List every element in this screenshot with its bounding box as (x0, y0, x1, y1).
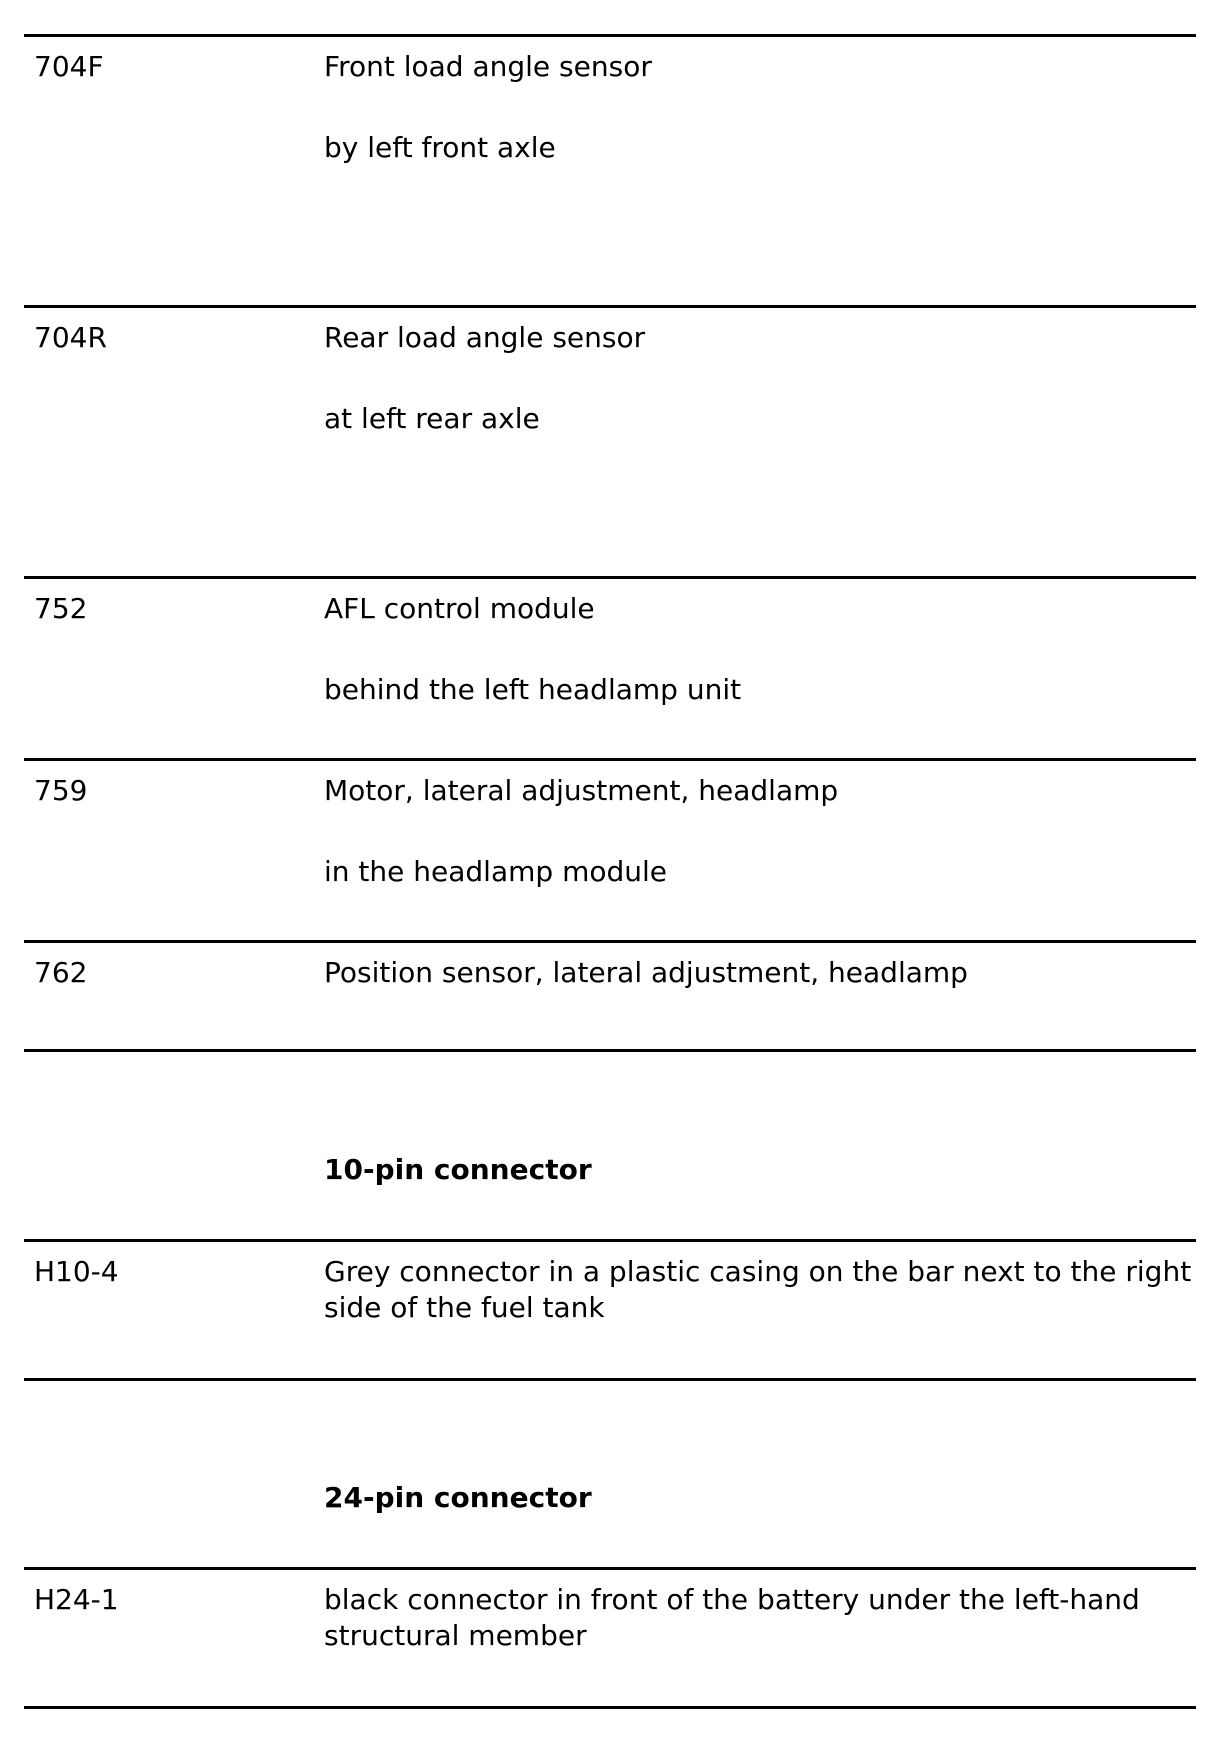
component-code-762: 762 (34, 956, 88, 989)
divider-759 (24, 758, 1196, 761)
divider-762 (24, 940, 1196, 943)
component-code-752: 752 (34, 592, 88, 625)
divider-h10-4 (24, 1239, 1196, 1242)
component-code-704f: 704F (34, 50, 104, 83)
divider-h24-1 (24, 1567, 1196, 1570)
divider-704r (24, 305, 1196, 308)
divider-top (24, 34, 1196, 37)
connector-location-h10-4: Grey connector in a plastic casing on th… (324, 1255, 1192, 1324)
connector-code-h10-4: H10-4 (34, 1255, 119, 1288)
component-location-752: behind the left headlamp unit (324, 673, 742, 706)
connector-location-h24-1: black connector in front of the battery … (324, 1583, 1140, 1652)
component-location-704r: at left rear axle (324, 402, 540, 435)
divider-end-h10-4 (24, 1378, 1196, 1381)
component-location-759: in the headlamp module (324, 855, 667, 888)
section-heading-10-pin: 10-pin connector (324, 1153, 592, 1186)
component-name-752: AFL control module (324, 592, 595, 625)
divider-end-rows (24, 1049, 1196, 1052)
component-code-759: 759 (34, 774, 88, 807)
component-location-704f: by left front axle (324, 131, 556, 164)
connector-code-h24-1: H24-1 (34, 1583, 119, 1616)
component-code-704r: 704R (34, 321, 107, 354)
section-heading-24-pin: 24-pin connector (324, 1481, 592, 1514)
divider-752 (24, 576, 1196, 579)
divider-bottom (24, 1706, 1196, 1709)
component-name-762: Position sensor, lateral adjustment, hea… (324, 956, 968, 989)
component-name-759: Motor, lateral adjustment, headlamp (324, 774, 839, 807)
component-name-704r: Rear load angle sensor (324, 321, 646, 354)
component-name-704f: Front load angle sensor (324, 50, 652, 83)
